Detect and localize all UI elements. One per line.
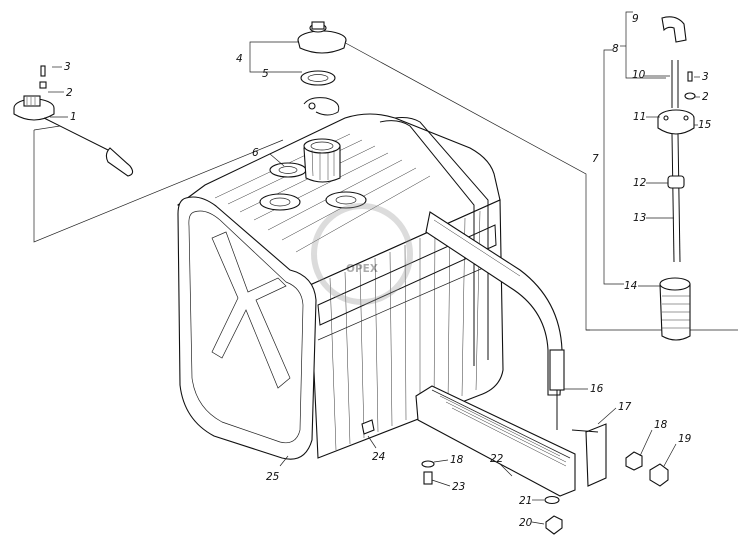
callout-4: 4 bbox=[236, 53, 243, 65]
washer-21 bbox=[544, 495, 560, 505]
callout-2-right: 2 bbox=[702, 91, 709, 103]
callout-2-left: 2 bbox=[66, 87, 73, 99]
leader-lines bbox=[33, 11, 738, 331]
callout-10: 10 bbox=[632, 69, 646, 81]
callout-3-right: 3 bbox=[702, 71, 709, 83]
callout-21: 21 bbox=[519, 495, 532, 507]
callout-19: 19 bbox=[678, 433, 692, 445]
callout-13: 13 bbox=[633, 212, 646, 224]
callout-23: 23 bbox=[452, 481, 465, 493]
fuel-tank bbox=[177, 113, 504, 460]
nut-19 bbox=[649, 463, 669, 487]
callout-12: 12 bbox=[633, 177, 647, 189]
callout-8: 8 bbox=[612, 43, 619, 55]
bolt-23 bbox=[423, 471, 433, 485]
watermark-text: OPEX bbox=[346, 263, 378, 275]
sender-washer bbox=[39, 81, 47, 89]
watermark: OPEX bbox=[311, 203, 413, 305]
callout-18-bottom: 18 bbox=[450, 454, 464, 466]
callout-14: 14 bbox=[624, 280, 637, 292]
sender-hole bbox=[259, 193, 301, 211]
callout-17: 17 bbox=[618, 401, 632, 413]
callout-9: 9 bbox=[632, 13, 639, 25]
intake-elbow bbox=[661, 16, 687, 43]
nut-20 bbox=[545, 515, 563, 535]
callout-1: 1 bbox=[70, 111, 77, 123]
callout-25: 25 bbox=[266, 471, 280, 483]
gauge-hole bbox=[269, 162, 307, 178]
cap-clip bbox=[303, 97, 340, 116]
callout-leaders bbox=[48, 66, 700, 525]
nut-18-right bbox=[625, 451, 643, 471]
fuel-intake-assembly bbox=[657, 16, 696, 341]
cap-gasket bbox=[300, 70, 336, 86]
sender-screw bbox=[40, 65, 46, 77]
side-bracket bbox=[585, 423, 607, 487]
callout-20: 20 bbox=[519, 517, 533, 529]
tank-strap bbox=[425, 211, 563, 396]
tube-clamp bbox=[667, 175, 685, 189]
callout-11: 11 bbox=[633, 111, 646, 123]
callout-5: 5 bbox=[262, 68, 269, 80]
callout-16: 16 bbox=[590, 383, 604, 395]
filler-cap-group bbox=[297, 21, 347, 116]
level-sender bbox=[13, 65, 134, 177]
callout-7: 7 bbox=[592, 153, 599, 165]
filter-hole bbox=[325, 191, 367, 209]
callout-labels: 3 2 1 4 5 6 7 8 9 10 3 2 11 15 12 13 14 … bbox=[64, 13, 712, 529]
drain-plug bbox=[361, 419, 375, 435]
mount-hardware bbox=[415, 211, 669, 535]
callout-3-left: 3 bbox=[64, 61, 71, 73]
strap-end bbox=[549, 349, 565, 391]
callout-6: 6 bbox=[252, 147, 259, 159]
tank-bracket bbox=[415, 385, 576, 497]
callout-15: 15 bbox=[698, 119, 712, 131]
callout-24: 24 bbox=[372, 451, 385, 463]
float bbox=[105, 147, 134, 177]
callout-18-right: 18 bbox=[654, 419, 668, 431]
callout-22: 22 bbox=[490, 453, 504, 465]
